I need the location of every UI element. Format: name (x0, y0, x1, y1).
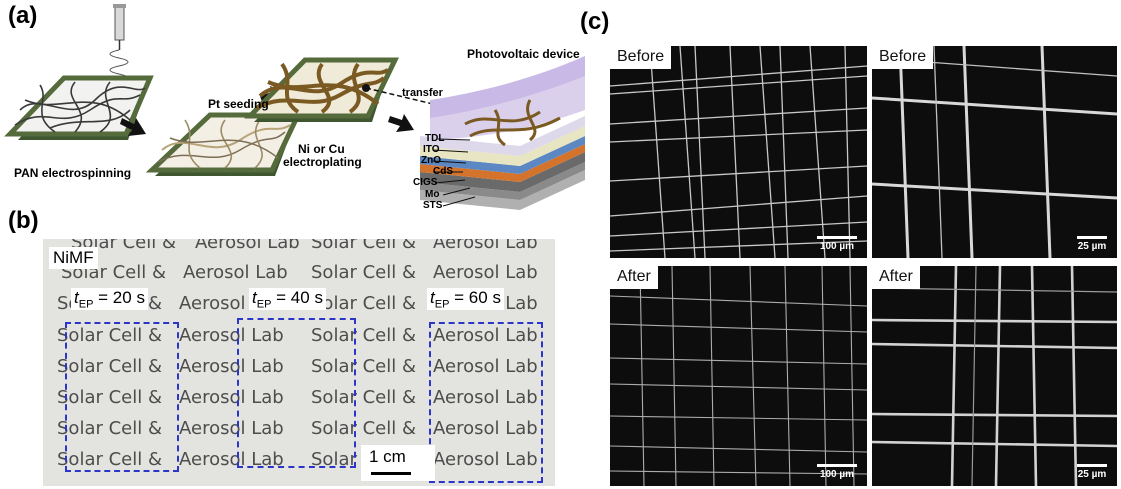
bg-text: Aerosol Lab (433, 387, 538, 408)
t-symbol: t (252, 288, 257, 307)
layer-label: ZnO (421, 155, 441, 166)
bg-text: Solar Cell & (311, 356, 416, 377)
bg-text: Solar Cell & (57, 418, 162, 439)
scale-bar-line (1077, 464, 1107, 467)
before-label: Before (872, 46, 934, 69)
tep-value: = 60 s (454, 288, 501, 307)
sem-after-high-mag: After 25 µm (872, 266, 1117, 486)
scale-bar-line (1077, 236, 1107, 239)
transfer-label: transfer (402, 87, 443, 99)
bg-text: Solar Cell & (311, 239, 416, 253)
scale-bar: 25 µm (1077, 464, 1107, 480)
panel-label-b: (b) (8, 207, 39, 234)
sem-before-high-mag: Before 25 µm (872, 46, 1117, 258)
bg-text: Aerosol Lab (433, 356, 538, 377)
bg-text: Solar Cell & (311, 418, 416, 439)
scale-bar: 1 cm (361, 445, 435, 481)
panel-label-c: (c) (580, 8, 610, 35)
scale-bar-line (817, 464, 857, 467)
arrow-icon (388, 114, 414, 132)
scale-bar: 100 µm (817, 464, 857, 480)
tep-label-20s: tEP = 20 s (71, 288, 148, 311)
frame-pan (4, 75, 154, 140)
bg-text: Aerosol Lab (179, 387, 284, 408)
sample-region-20s (65, 322, 179, 472)
tep-value: = 20 s (98, 288, 145, 307)
after-label: After (610, 266, 658, 289)
layer-label: CdS (433, 166, 453, 177)
bg-text: Solar Cell & (311, 262, 416, 283)
layer-label: Mo (425, 189, 440, 200)
bg-text: Aerosol Lab (179, 449, 284, 470)
t-symbol: t (74, 288, 79, 307)
bg-text: Aerosol Lab (195, 239, 300, 253)
bg-text: Aerosol Lab (179, 325, 284, 346)
sample-region-40s (237, 318, 356, 468)
after-label: After (872, 266, 920, 289)
frame-metal (244, 57, 399, 122)
scale-bar-line (371, 472, 411, 475)
sem-after-low-mag: After 100 µm (610, 266, 867, 486)
sem-before-low-mag: Before 100 µm (610, 46, 867, 258)
before-label: Before (610, 46, 672, 69)
scale-bar-label: 100 µm (819, 241, 855, 252)
scale-bar-label: 100 µm (819, 469, 855, 480)
process-schematic (4, 4, 585, 210)
bg-text: Aerosol Lab (179, 356, 284, 377)
bg-text: Solar Cell & (311, 325, 416, 346)
t-subscript: EP (78, 298, 94, 311)
layer-label: ITO (423, 144, 440, 155)
step-electroplating-line1: Ni or Cu (298, 142, 345, 156)
scale-bar-label: 25 µm (1077, 469, 1107, 480)
tep-label-60s: tEP = 60 s (427, 288, 504, 311)
step-pan-electrospinning: PAN electrospinning (14, 166, 132, 180)
tep-value: = 40 s (276, 288, 323, 307)
bg-text: Solar Cell & (57, 356, 162, 377)
tep-label-40s: tEP = 40 s (249, 288, 326, 311)
t-symbol: t (430, 288, 435, 307)
scale-bar: 100 µm (817, 236, 857, 252)
bg-text: Solar Cell & (57, 387, 162, 408)
bg-text: Aerosol Lab (433, 325, 538, 346)
bg-text: Aerosol Lab (433, 418, 538, 439)
scale-bar-line (817, 236, 857, 239)
layer-label: CIGS (413, 177, 438, 188)
t-subscript: EP (256, 298, 272, 311)
sample-region-60s (429, 322, 543, 483)
t-subscript: EP (434, 298, 450, 311)
panel-label-a: (a) (8, 2, 38, 29)
layer-label: STS (423, 200, 443, 211)
arrow-icon (120, 118, 146, 136)
scale-bar: 25 µm (1077, 236, 1107, 252)
bg-text: Aerosol Lab (183, 262, 288, 283)
bg-text: Solar Cell & (57, 325, 162, 346)
nimf-photo: Solar Cell & Aerosol Lab Solar Cell & Ae… (43, 239, 555, 486)
step-electroplating-line2: electroplating (283, 155, 362, 169)
bg-text: Solar Cell & (311, 293, 416, 314)
sample-name: NiMF (49, 247, 98, 269)
bg-text: Aerosol Lab (433, 239, 538, 253)
scale-bar-label: 1 cm (369, 447, 406, 466)
bg-text: Aerosol Lab (433, 262, 538, 283)
bg-text: Aerosol Lab (433, 449, 538, 470)
bg-text: Aerosol Lab (179, 418, 284, 439)
device-title: Photovoltaic device (467, 47, 580, 61)
photovoltaic-stack (420, 56, 585, 210)
layer-label: TDL (425, 133, 445, 144)
bg-text: Solar Cell & (57, 449, 162, 470)
frame-pt (145, 112, 302, 176)
bg-text: Solar Cell & (311, 387, 416, 408)
step-pt-seeding: Pt seeding (208, 97, 269, 111)
scale-bar-label: 25 µm (1077, 241, 1107, 252)
